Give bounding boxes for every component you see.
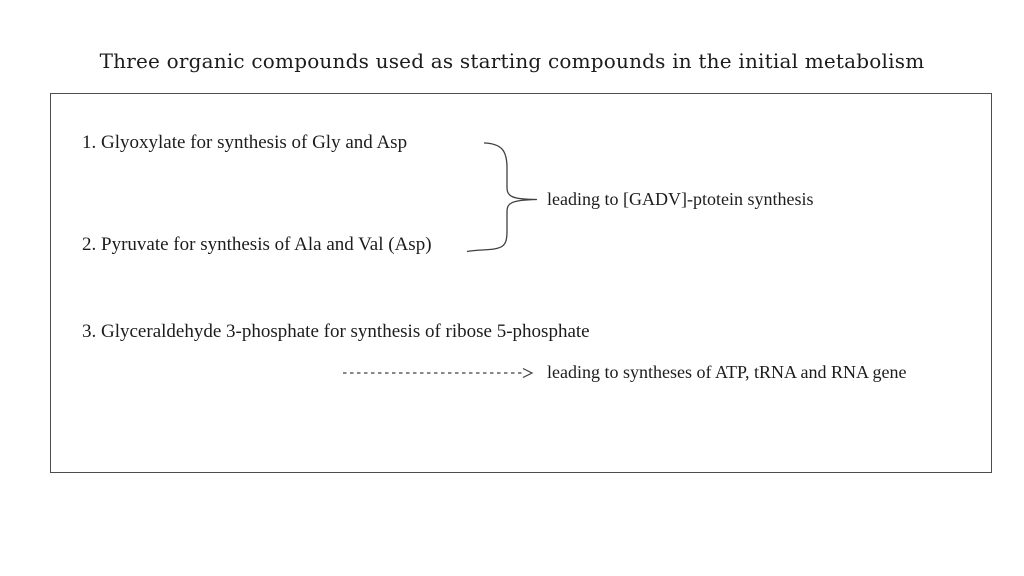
slide-title: Three organic compounds used as starting…: [99, 49, 925, 73]
list-item-glyceraldehyde: 3. Glyceraldehyde 3-phosphate for synthe…: [82, 321, 590, 342]
arrow-annotation-label: leading to syntheses of ATP, tRNA and RN…: [547, 362, 907, 382]
brace-annotation-label: leading to [GADV]-ptotein synthesis: [547, 189, 814, 209]
list-item-pyruvate: 2. Pyruvate for synthesis of Ala and Val…: [82, 234, 432, 255]
list-item-glyoxylate: 1. Glyoxylate for synthesis of Gly and A…: [82, 132, 408, 153]
